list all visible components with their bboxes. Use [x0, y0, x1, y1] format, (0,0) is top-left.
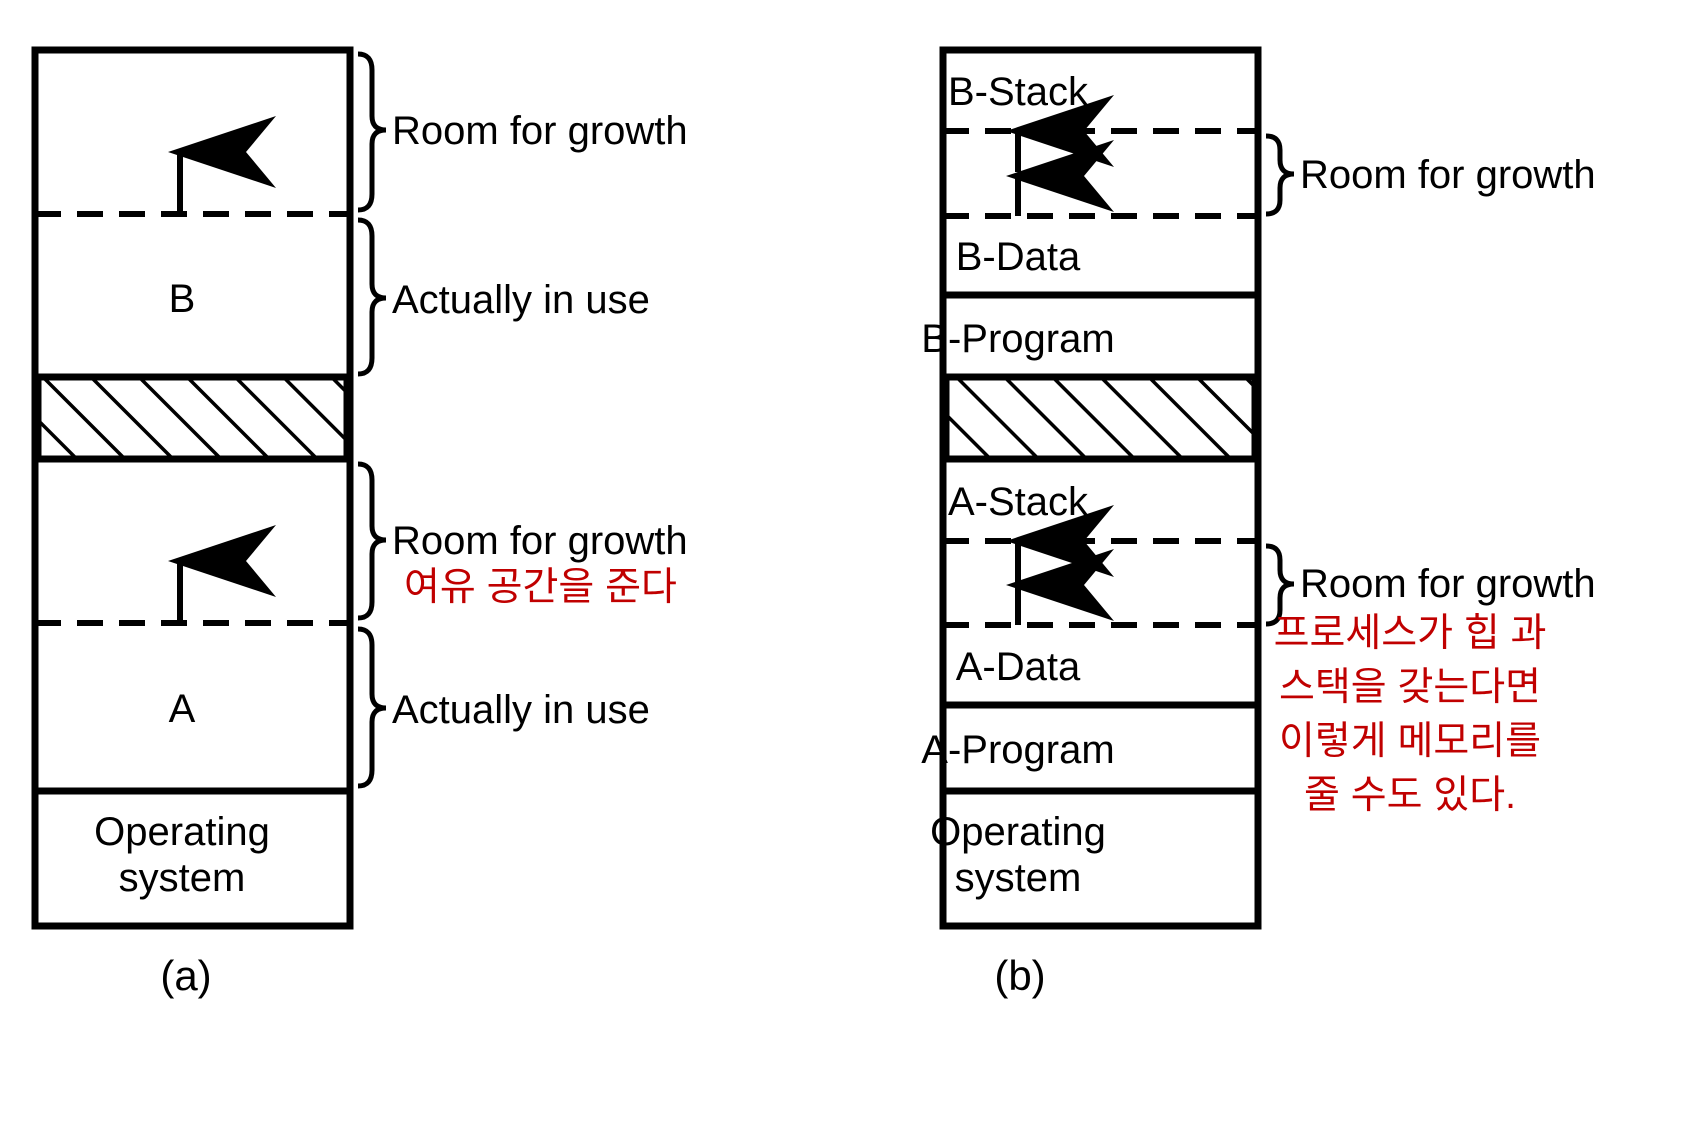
panel-b-segment-label-b-stack: B-Stack [948, 70, 1089, 114]
panel-a-segment-label-a: A [169, 687, 196, 731]
panel-a-brace-a-room [357, 461, 387, 621]
panel-b-segment-label-b-program: B-Program [921, 317, 1114, 361]
panel-a-hatched-gap-border [34, 373, 351, 463]
panel-b-os-label-line1: Operating [930, 810, 1106, 854]
panel-b-annotation-line-1: 프로세스가 힙 과 [1274, 612, 1547, 655]
panel-b-hatched-gap-border [942, 373, 1259, 463]
panel-a-os-label-line2: system [119, 856, 246, 900]
panel-b-segment-label-a-program: A-Program [921, 728, 1114, 772]
panel-a: B A Operating system Room for growth Act… [31, 46, 688, 999]
panel-b-hatched-gap [946, 377, 1255, 459]
panel-b-brace-a-room-label: Room for growth [1300, 562, 1596, 606]
panel-b-os-label-line2: system [955, 856, 1082, 900]
panel-b-segment-label-a-data: A-Data [956, 645, 1081, 689]
panel-a-frame [31, 46, 354, 930]
panel-b-frame [939, 46, 1262, 930]
panel-a-brace-b-inuse [357, 217, 387, 377]
panel-a-brace-b-room-label: Room for growth [392, 109, 688, 153]
panel-a-brace-a-inuse-label: Actually in use [392, 688, 650, 732]
panel-b-annotation-line-2: 스택을 갖는다면 [1279, 666, 1541, 709]
panel-a-brace-a-room-label: Room for growth [392, 519, 688, 563]
panel-b: B-Stack B-Data B-Program A-Stack A-Data … [921, 46, 1596, 999]
panel-b-segment-label-a-stack: A-Stack [948, 480, 1089, 524]
panel-a-hatched-gap [38, 377, 347, 459]
panel-b-brace-b-room [1265, 133, 1295, 217]
panel-a-os-label-line1: Operating [94, 810, 270, 854]
panel-b-caption: (b) [994, 952, 1045, 999]
panel-b-annotation-line-3: 이렇게 메모리를 [1279, 720, 1541, 763]
panel-b-brace-a-room [1265, 543, 1295, 627]
panel-a-brace-a-inuse [357, 626, 387, 789]
panel-b-brace-b-room-label: Room for growth [1300, 153, 1596, 197]
panel-b-segment-label-b-data: B-Data [956, 235, 1081, 279]
panel-b-annotation-line-4: 줄 수도 있다. [1304, 774, 1516, 817]
panel-a-brace-b-room [357, 51, 387, 213]
panel-a-segment-label-b: B [169, 277, 196, 321]
panel-a-caption: (a) [160, 952, 211, 999]
panel-a-annotation: 여유 공간을 준다 [404, 566, 677, 609]
panel-a-brace-b-inuse-label: Actually in use [392, 278, 650, 322]
